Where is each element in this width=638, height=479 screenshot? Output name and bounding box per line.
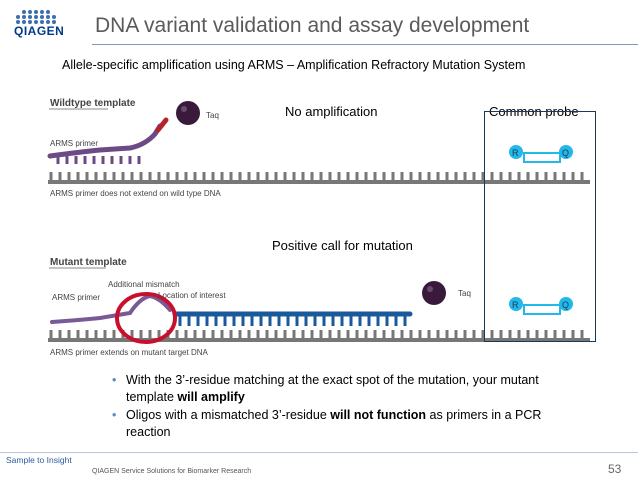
wildtype-primer-ticks	[56, 156, 141, 164]
mutant-taq-enzyme	[422, 281, 446, 305]
quencher-dye	[559, 145, 573, 159]
svg-text:R: R	[512, 148, 519, 158]
wildtype-caption: ARMS primer does not extend on wild type…	[50, 189, 221, 198]
mutant-status: Positive call for mutation	[272, 238, 413, 253]
mutant-arms-primer	[50, 293, 172, 324]
mutant-primer-label: ARMS primer	[52, 293, 100, 302]
reporter-dye	[509, 145, 523, 159]
footer-tagline: Sample to Insight	[6, 455, 72, 465]
slide-subtitle: Allele-specific amplification using ARMS…	[62, 58, 526, 72]
location-label: Location of interest	[158, 291, 226, 300]
wildtype-probe: R Q	[509, 145, 573, 163]
qiagen-logo: QIAGEN	[14, 8, 74, 38]
wildtype-primer-label: ARMS primer	[50, 139, 98, 148]
svg-text:R: R	[512, 300, 519, 310]
wildtype-heading: Wildtype template	[50, 98, 136, 109]
bullet-text-1: With the 3’-residue matching at the exac…	[126, 373, 539, 404]
mismatch-highlight-circle	[115, 292, 177, 344]
wildtype-status: No amplification	[285, 104, 378, 119]
wildtype-primer-mismatch-end	[155, 117, 169, 133]
wildtype-dna-strand	[48, 172, 590, 184]
logo-dot-grid	[16, 10, 56, 24]
page-number: 53	[608, 462, 622, 476]
mutant-extension-ticks	[178, 316, 407, 326]
slide-title: DNA variant validation and assay develop…	[95, 14, 530, 37]
svg-text:Q: Q	[562, 300, 569, 310]
bullet-item: • With the 3’-residue matching at the ex…	[112, 372, 582, 406]
footer-divider	[0, 452, 638, 453]
quencher-dye	[559, 297, 573, 311]
bullet-text-2: Oligos with a mismatched 3’-residue will…	[126, 408, 542, 439]
mutant-probe: R Q	[509, 297, 573, 315]
mutant-taq-label: Taq	[458, 289, 471, 298]
common-probe-box	[484, 111, 596, 342]
wildtype-arms-primer	[47, 123, 163, 159]
wildtype-taq-label: Taq	[206, 111, 219, 120]
mutant-caption: ARMS primer extends on mutant target DNA	[50, 348, 209, 357]
bullet-list: • With the 3’-residue matching at the ex…	[112, 372, 582, 442]
mismatch-label: Additional mismatch	[108, 280, 180, 289]
mutant-heading: Mutant template	[50, 257, 127, 268]
logo-text: QIAGEN	[14, 24, 65, 38]
arms-diagram: Wildtype template Taq ARMS primer ARMS p…	[47, 98, 590, 357]
footer-title: QIAGEN Service Solutions for Biomarker R…	[92, 468, 252, 475]
svg-text:Q: Q	[562, 148, 569, 158]
reporter-dye	[509, 297, 523, 311]
wildtype-taq-enzyme	[176, 101, 200, 125]
title-divider	[92, 44, 638, 45]
bullet-item: • Oligos with a mismatched 3’-residue wi…	[112, 407, 582, 441]
